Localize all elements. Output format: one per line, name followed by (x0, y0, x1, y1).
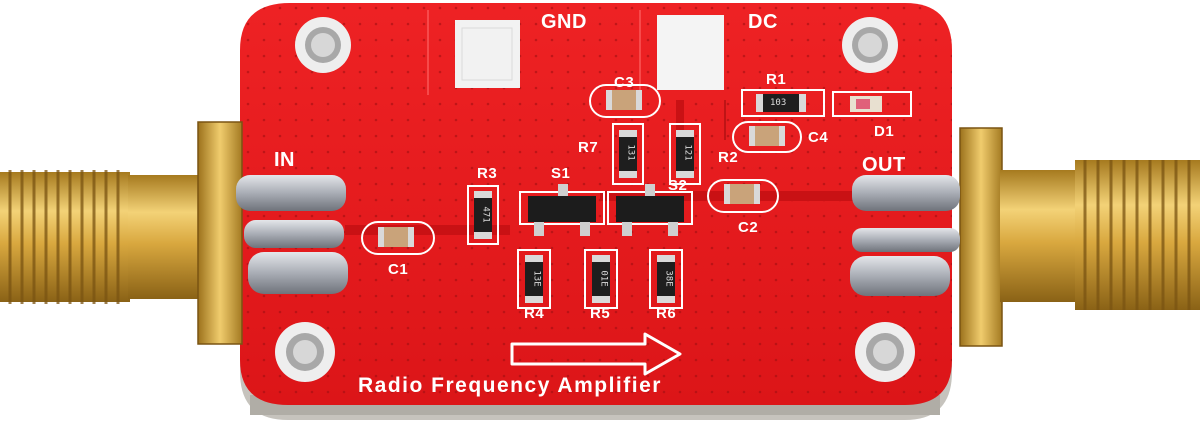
label-r3: R3 (477, 165, 498, 182)
label-c3: C3 (614, 74, 635, 91)
label-c4: C4 (808, 129, 829, 146)
resistor-r4 (517, 249, 551, 309)
board-title: Radio Frequency Amplifier (358, 374, 662, 397)
transistor-s1 (519, 184, 605, 236)
solder-joints-out (850, 175, 960, 296)
code-r2: 121 (682, 144, 693, 161)
label-out: OUT (862, 154, 906, 176)
label-c2: C2 (738, 219, 759, 236)
resistor-r2 (669, 123, 701, 185)
code-r6: 38E (663, 270, 674, 287)
mounting-hole-icon (842, 17, 898, 73)
arrow-right-icon (510, 332, 682, 376)
label-r1: R1 (766, 71, 787, 88)
transistor-s2 (607, 184, 693, 236)
resistor-r7 (612, 123, 644, 185)
label-r7: R7 (578, 139, 599, 156)
mounting-hole-icon (295, 17, 351, 73)
led-d1 (832, 91, 912, 117)
gnd-pad (455, 20, 520, 88)
code-r3: 471 (480, 206, 491, 223)
label-dc: DC (748, 11, 778, 33)
code-r5: 01E (598, 270, 609, 287)
solder-joints-in (236, 175, 348, 294)
label-c1: C1 (388, 261, 409, 278)
dc-pad (657, 15, 724, 90)
mounting-hole-icon (855, 322, 915, 382)
sma-connector-icon (0, 121, 243, 345)
sma-connector-icon (959, 127, 1200, 347)
label-r5: R5 (590, 305, 611, 322)
code-r7: 131 (625, 144, 636, 161)
label-r4: R4 (524, 305, 545, 322)
label-d1: D1 (874, 123, 895, 140)
resistor-r1 (741, 89, 825, 117)
code-r1: 103 (770, 98, 787, 108)
capacitor-c1 (361, 221, 435, 255)
resistor-r3 (467, 185, 499, 245)
label-s2: S2 (668, 177, 688, 194)
resistor-r5 (584, 249, 618, 309)
label-r6: R6 (656, 305, 677, 322)
mounting-hole-icon (275, 322, 335, 382)
capacitor-c3 (589, 84, 661, 118)
code-r4: 13E (531, 270, 542, 287)
resistor-r6 (649, 249, 683, 309)
label-s1: S1 (551, 165, 571, 182)
capacitor-c4 (732, 121, 802, 153)
capacitor-c2 (707, 179, 779, 213)
label-r2: R2 (718, 149, 739, 166)
label-in: IN (274, 149, 295, 171)
label-gnd: GND (541, 11, 587, 33)
